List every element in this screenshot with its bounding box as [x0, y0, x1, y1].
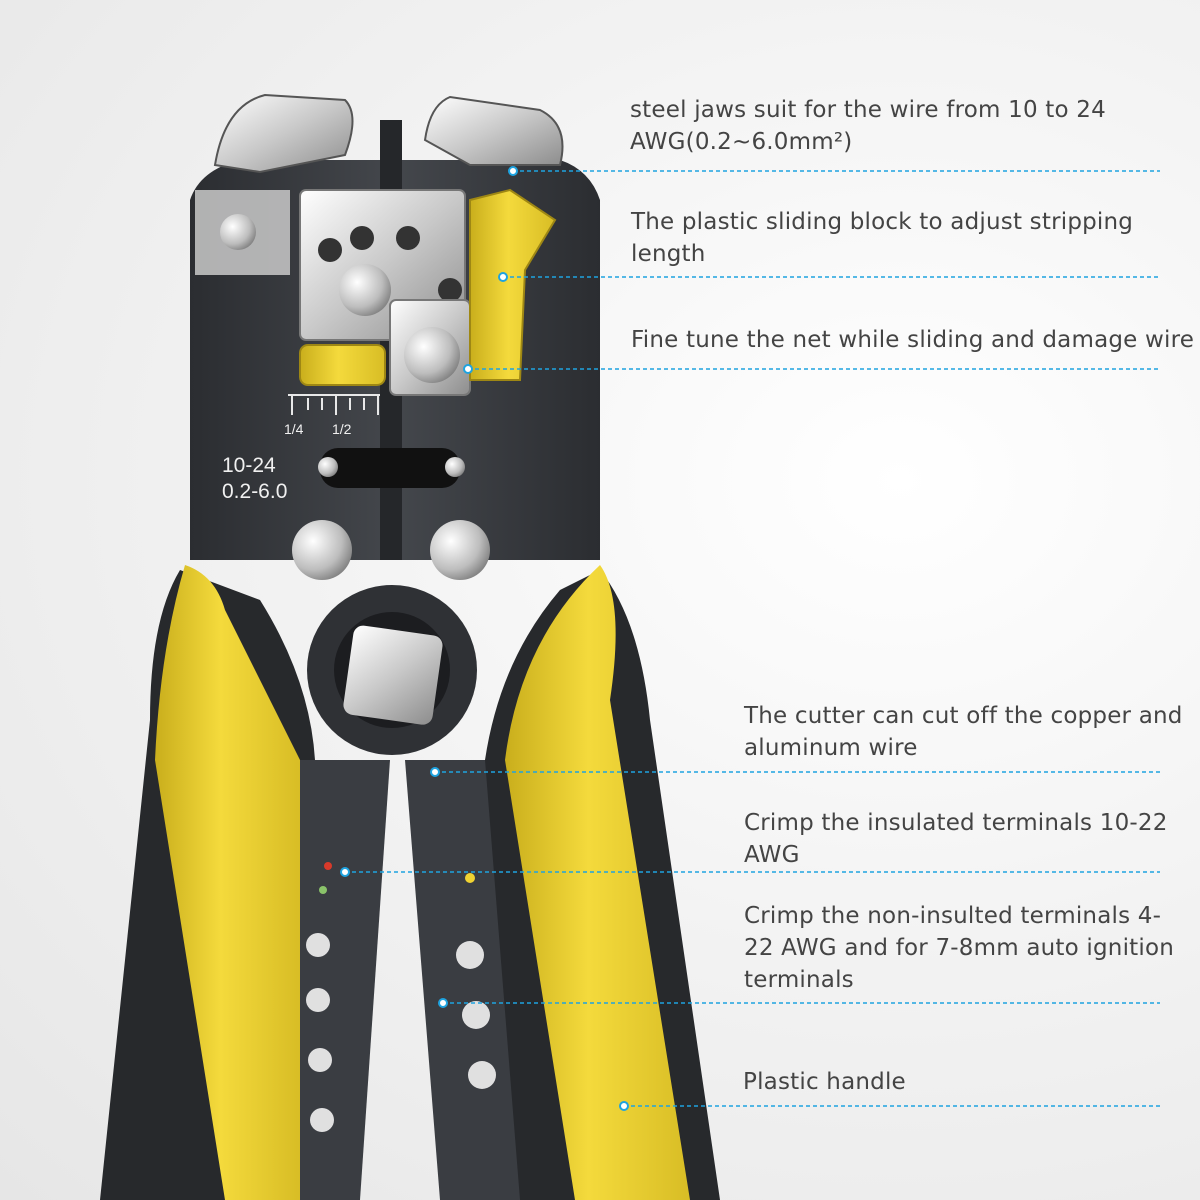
callout-handle-line-1: Plastic handle: [743, 1069, 906, 1095]
callout-crimp-non-insulated-line-3: terminals: [744, 967, 854, 993]
right-handle-yellow: [505, 565, 690, 1200]
callout-sliding-block-line-2: length: [631, 241, 706, 267]
lower-right-jaw: [405, 760, 520, 1200]
callout-markers: [340, 166, 629, 1111]
gauge-mm-marking: 0.2-6.0: [222, 480, 287, 503]
callout-leaders: [345, 170, 1160, 1107]
callout-cutter-line-1: The cutter can cut off the copper and: [744, 703, 1183, 729]
rivet-right: [430, 520, 490, 580]
callout-sliding-block-line-1: The plastic sliding block to adjust stri…: [631, 209, 1134, 235]
callout-crimp-non-insulated-line-2: 22 AWG and for 7-8mm auto ignition: [744, 935, 1175, 961]
callout-jaws-line-2: AWG(0.2~6.0mm²): [630, 129, 853, 155]
gauge-awg-marking: 10-24: [222, 454, 276, 477]
left-handle-yellow: [155, 565, 300, 1200]
right-jaw: [423, 95, 564, 166]
callout-crimp-insulated: Crimp the insulated terminals 10-22 AWG: [744, 807, 1168, 871]
scale-mark-left: 1/4: [284, 421, 304, 437]
callout-crimp-non-insulated: Crimp the non-insulted terminals 4- 22 A…: [744, 900, 1174, 996]
rivet-left: [292, 520, 352, 580]
callout-cutter: The cutter can cut off the copper and al…: [744, 700, 1183, 764]
callout-crimp-insulated-line-1: Crimp the insulated terminals 10-22: [744, 810, 1168, 836]
callout-sliding-block: The plastic sliding block to adjust stri…: [631, 206, 1133, 270]
callout-crimp-non-insulated-line-1: Crimp the non-insulted terminals 4-: [744, 903, 1162, 929]
scale-mark-right: 1/2: [332, 421, 352, 437]
callout-jaws: steel jaws suit for the wire from 10 to …: [630, 94, 1106, 158]
callout-jaws-line-1: steel jaws suit for the wire from 10 to …: [630, 97, 1106, 123]
callout-fine-tune-line-1: Fine tune the net while sliding and dama…: [631, 327, 1195, 353]
callout-crimp-insulated-line-2: AWG: [744, 842, 800, 868]
spring: [318, 448, 465, 488]
yellow-sliding-block: [469, 188, 557, 381]
left-jaw: [213, 93, 354, 174]
callout-cutter-line-2: aluminum wire: [744, 735, 918, 761]
lower-left-jaw: [300, 760, 390, 1200]
callout-fine-tune: Fine tune the net while sliding and dama…: [631, 324, 1194, 356]
length-scale: [288, 394, 380, 415]
callout-handle: Plastic handle: [743, 1066, 906, 1098]
pivot-bolt: [343, 625, 443, 725]
